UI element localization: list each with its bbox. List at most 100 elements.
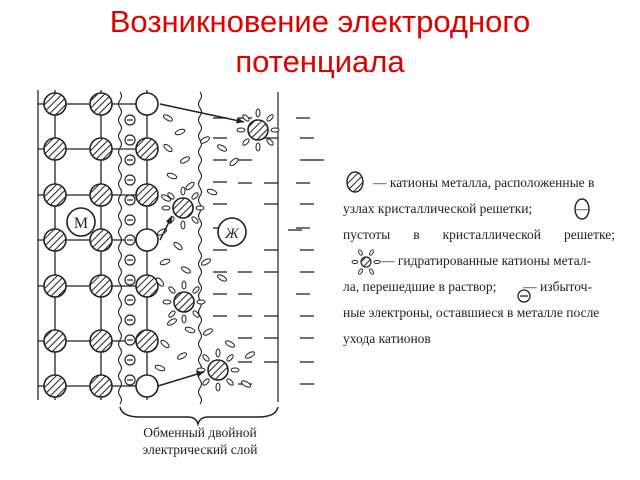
title-line-1: Возникновение электродного [109, 4, 531, 39]
solution-label: Ж [224, 226, 240, 242]
water-dipole [168, 310, 176, 318]
water-dipole [266, 114, 274, 122]
water-dipole [230, 367, 240, 373]
water-dipole [236, 127, 246, 133]
water-dipole [160, 339, 170, 349]
double-layer-brace [119, 406, 279, 427]
legend-line-7: ухода катионов [343, 331, 431, 346]
water-dipole [241, 380, 251, 388]
legend-line-1: — катионы металла, расположенные в [373, 175, 595, 190]
hydrated-cation-core [207, 359, 229, 381]
legend-line-3: пустоты в кристаллической решетке; [343, 227, 615, 242]
water-dipole [202, 354, 210, 362]
transfer-arrow [159, 103, 245, 123]
water-dipole [229, 157, 239, 167]
water-dipole [192, 310, 200, 318]
water-dipole [163, 143, 173, 153]
water-dipole [173, 241, 183, 251]
legend-hydrated-icon [360, 256, 372, 268]
metal-cation [135, 183, 159, 207]
water-dipole [255, 142, 261, 152]
legend-line-5-tail: — избыточ- [523, 279, 592, 294]
hydrated-cation [196, 348, 240, 392]
metal-cation [89, 183, 113, 207]
metal-cation [43, 137, 67, 161]
water-dipole [181, 314, 187, 324]
water-dipole [166, 172, 178, 180]
legend-line-6: ные электроны, оставшиеся в металле посл… [343, 305, 600, 320]
metal-cation [89, 228, 113, 252]
water-dipole [180, 186, 186, 196]
legend-water-dipole [358, 268, 363, 275]
water-dipole [196, 299, 206, 305]
water-dipole [202, 378, 210, 386]
metal-cation [43, 183, 67, 207]
water-dipole [161, 205, 171, 211]
water-dipole [266, 138, 274, 146]
water-dipole [217, 144, 227, 152]
metal-cation [43, 274, 67, 298]
metal-cation [43, 92, 67, 116]
legend-line-2-text: узлах кристаллической решетки; [343, 201, 533, 216]
water-dipole [192, 286, 200, 294]
water-dipole [226, 378, 234, 386]
water-dipole [255, 108, 261, 118]
transfer-arrowhead [165, 216, 172, 224]
water-dipole [245, 351, 255, 359]
water-dipole [242, 114, 250, 122]
water-dipole [215, 382, 221, 392]
lattice-void [135, 374, 159, 398]
hydrated-cation-core [172, 197, 194, 219]
metal-label: М [74, 215, 88, 232]
transfer-arrow [157, 371, 205, 387]
metal-cation [89, 329, 113, 353]
hydrated-cation-core [173, 291, 195, 313]
page-title: Возникновение электродного потенциала [0, 2, 640, 82]
water-dipole [181, 280, 187, 290]
water-dipole [180, 220, 186, 230]
caption-line-2: электрический слой [143, 442, 258, 457]
double-layer-boundary [117, 91, 279, 405]
water-dipole [174, 128, 186, 136]
lattice-void [135, 92, 159, 116]
metal-cation [135, 137, 159, 161]
hydrated-cation [236, 108, 280, 152]
water-dipole [215, 348, 221, 358]
lattice-void [135, 228, 159, 252]
legend-line-4: — гидратированные катионы метал- [381, 253, 592, 268]
water-dipole [177, 352, 187, 360]
legend-line-2-dash: — [574, 201, 589, 216]
metal-cation [135, 274, 159, 298]
water-dipole [155, 277, 165, 287]
water-dipole [161, 194, 171, 202]
legend-line-5-text: ла, перешедшие в раствор; [343, 279, 497, 294]
water-dipole [159, 258, 171, 266]
legend-line-2: узлах кристаллической решетки; — [343, 196, 615, 222]
water-dipole [168, 286, 176, 294]
water-dipole [191, 216, 199, 224]
metal-cation [43, 228, 67, 252]
water-dipole [154, 364, 166, 372]
transfer-arrowhead [236, 117, 244, 124]
water-dipole [217, 274, 227, 282]
legend-water-dipole [369, 268, 374, 275]
metal-cation [89, 137, 113, 161]
solution-region [154, 103, 324, 392]
water-dipole [195, 205, 205, 211]
legend-water-dipole [373, 260, 381, 264]
water-dipole [167, 318, 177, 326]
water-dipole [163, 114, 173, 122]
water-dipole [203, 328, 213, 336]
water-dipole [226, 354, 234, 362]
water-dipole [184, 326, 196, 334]
legend-water-dipole [351, 260, 359, 264]
water-dipole [206, 188, 218, 196]
legend-water-dipole [369, 249, 374, 256]
solution-label-circle [217, 217, 247, 247]
water-dipole [270, 127, 280, 133]
boundary-line [197, 91, 203, 405]
legend-cation-icon [346, 171, 364, 193]
metal-cation [89, 274, 113, 298]
metal-label-circle [66, 207, 96, 237]
